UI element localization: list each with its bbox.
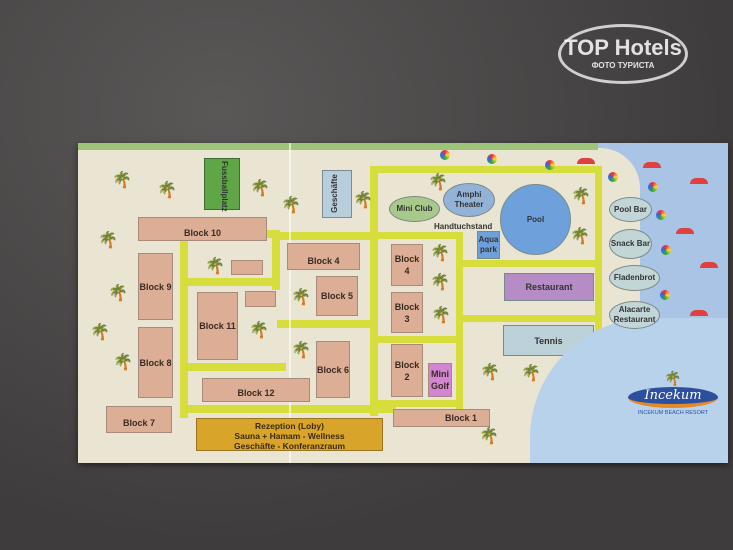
palm-tree-icon: 🌴 bbox=[570, 228, 590, 245]
palm-tree-icon: 🌴 bbox=[428, 174, 448, 191]
block-3: Block 3 bbox=[391, 292, 423, 333]
amphi-theater: Amphi Theater bbox=[443, 183, 495, 217]
palm-tree-icon: 🌴 bbox=[112, 172, 132, 189]
restaurant: Restaurant bbox=[504, 273, 594, 301]
road bbox=[456, 260, 602, 267]
road bbox=[186, 278, 276, 286]
road bbox=[186, 405, 396, 413]
mini-club: Mini Club bbox=[389, 196, 440, 222]
road bbox=[272, 230, 280, 290]
swimmer-icon bbox=[577, 158, 595, 164]
road bbox=[456, 315, 602, 322]
block-8: Block 8 bbox=[138, 327, 173, 398]
swimmer-icon bbox=[676, 228, 694, 234]
palm-tree-icon: 🌴 bbox=[521, 365, 541, 382]
road bbox=[370, 166, 600, 173]
swimmer-icon bbox=[643, 162, 661, 168]
road bbox=[370, 336, 460, 343]
palm-tree-icon: 🌴 bbox=[353, 192, 373, 209]
logo-tagline: INCEKUM BEACH RESORT bbox=[637, 410, 709, 416]
palm-tree-icon: 🌴 bbox=[281, 197, 301, 214]
block-1: Block 1 bbox=[393, 409, 490, 427]
swimmer-icon bbox=[690, 178, 708, 184]
palm-tree-icon: 🌴 bbox=[431, 307, 451, 324]
umbrella-icon bbox=[660, 290, 670, 300]
football-field: Fussballplatz bbox=[204, 158, 240, 212]
incekum-logo: 🌴 Incekum INCEKUM BEACH RESORT bbox=[628, 370, 718, 420]
building bbox=[231, 260, 263, 275]
umbrella-icon bbox=[440, 150, 450, 160]
block-2: Block 2 bbox=[391, 344, 423, 397]
block-5: Block 5 bbox=[316, 276, 358, 316]
aqua-park: Aqua park bbox=[477, 231, 500, 259]
card-fold bbox=[289, 143, 291, 463]
shops: Geschäfte bbox=[322, 170, 352, 218]
reception-line: Rezeption (Loby) bbox=[255, 421, 324, 431]
snack-bar: Snack Bar bbox=[609, 229, 652, 259]
shops-label: Geschäfte bbox=[329, 174, 339, 213]
road bbox=[370, 232, 460, 239]
grass-strip bbox=[78, 143, 598, 150]
palm-tree-icon: 🌴 bbox=[98, 232, 118, 249]
palm-tree-icon: 🌴 bbox=[479, 428, 499, 445]
towel-station-label: Handtuchstand bbox=[434, 222, 493, 231]
road bbox=[180, 228, 188, 418]
reception-building: Rezeption (Loby)Sauna + Hamam - Wellness… bbox=[196, 418, 383, 451]
palm-tree-icon: 🌴 bbox=[205, 258, 225, 275]
palm-tree-icon: 🌴 bbox=[571, 188, 591, 205]
block-6: Block 6 bbox=[316, 341, 350, 398]
logo-name: Incekum bbox=[628, 387, 718, 408]
road bbox=[277, 232, 377, 240]
swimmer-icon bbox=[690, 310, 708, 316]
road bbox=[370, 400, 462, 407]
block-7: Block 7 bbox=[106, 406, 172, 433]
fladenbrot: Fladenbrot bbox=[609, 265, 660, 291]
block-4-west: Block 4 bbox=[287, 243, 360, 270]
umbrella-icon bbox=[608, 172, 618, 182]
palm-tree-icon: 🌴 bbox=[291, 342, 311, 359]
palm-tree-icon: 🌴 bbox=[664, 370, 682, 386]
road bbox=[456, 232, 463, 412]
block-9: Block 9 bbox=[138, 253, 173, 320]
palm-tree-icon: 🌴 bbox=[113, 354, 133, 371]
football-field-label: Fussballplatz bbox=[220, 161, 229, 212]
reception-line: Geschäfte - Konferanzraum bbox=[234, 441, 345, 451]
umbrella-icon bbox=[648, 182, 658, 192]
alacarte-restaurant: Alacarte Restaurant bbox=[609, 301, 660, 329]
block-11: Block 11 bbox=[197, 292, 238, 360]
pool: Pool bbox=[500, 184, 571, 255]
road bbox=[277, 320, 377, 328]
umbrella-icon bbox=[487, 154, 497, 164]
block-10: Block 10 bbox=[138, 217, 267, 241]
palm-tree-icon: 🌴 bbox=[250, 180, 270, 197]
building bbox=[245, 291, 276, 307]
palm-tree-icon: 🌴 bbox=[249, 322, 269, 339]
reception-line: Sauna + Hamam - Wellness bbox=[234, 431, 345, 441]
road bbox=[186, 363, 286, 371]
palm-tree-icon: 🌴 bbox=[157, 182, 177, 199]
block-4-east: Block 4 bbox=[391, 244, 423, 286]
swimmer-icon bbox=[700, 262, 718, 268]
block-12: Block 12 bbox=[202, 378, 310, 402]
umbrella-icon bbox=[661, 245, 671, 255]
pool-bar: Pool Bar bbox=[609, 197, 652, 222]
palm-tree-icon: 🌴 bbox=[430, 274, 450, 291]
palm-tree-icon: 🌴 bbox=[90, 324, 110, 341]
road bbox=[370, 166, 378, 416]
palm-tree-icon: 🌴 bbox=[480, 364, 500, 381]
umbrella-icon bbox=[545, 160, 555, 170]
palm-tree-icon: 🌴 bbox=[430, 245, 450, 262]
palm-tree-icon: 🌴 bbox=[108, 285, 128, 302]
mini-golf: Mini Golf bbox=[428, 363, 452, 397]
umbrella-icon bbox=[656, 210, 666, 220]
palm-tree-icon: 🌴 bbox=[291, 289, 311, 306]
